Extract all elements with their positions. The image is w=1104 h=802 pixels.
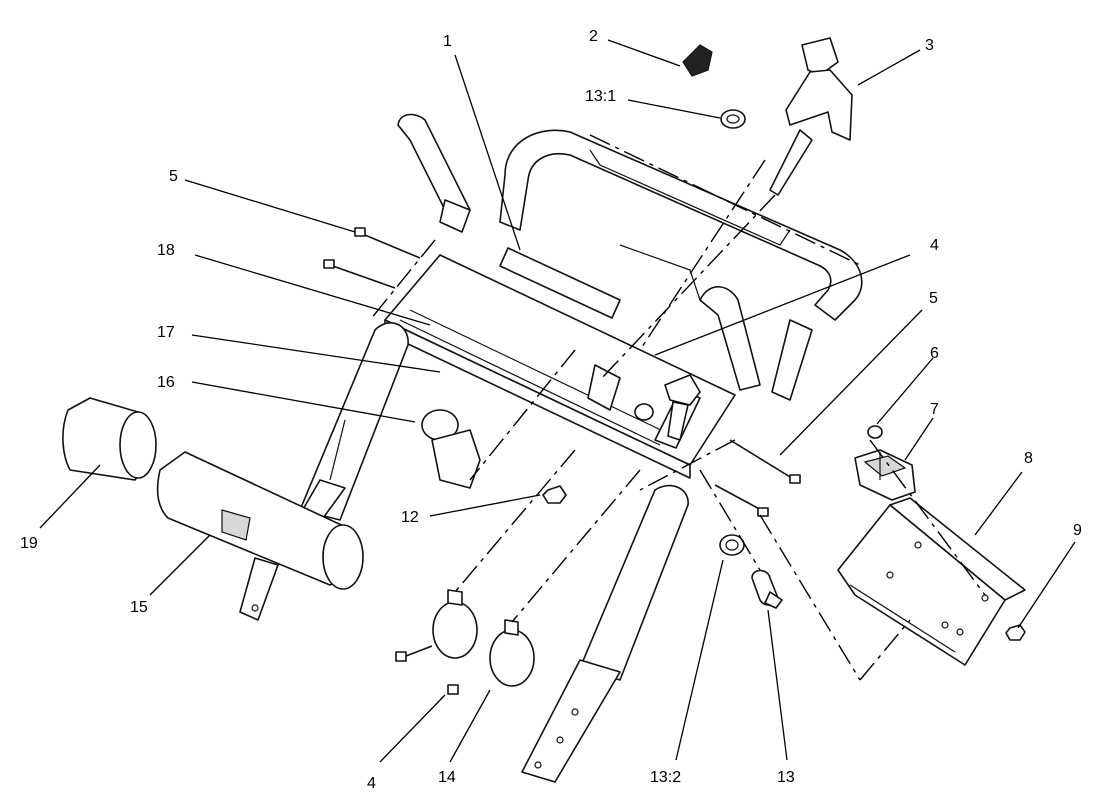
clamps-14 [432,589,535,687]
screws-4 [395,645,459,695]
callout-4-top: 4 [930,237,939,254]
callout-8: 8 [1024,450,1033,467]
callout-13-2: 13:2 [650,769,681,786]
washer-13-2 [719,534,745,556]
key-part [682,44,713,77]
callout-6: 6 [930,345,939,362]
callout-9: 9 [1073,522,1082,539]
throttle-knob [664,374,701,441]
callout-18: 18 [157,242,175,259]
callout-15: 15 [130,599,148,616]
callout-2: 2 [589,28,598,45]
bolts-right [714,439,801,517]
nut-9 [1005,624,1026,641]
right-lower-handle [521,484,689,783]
callout-14: 14 [438,769,456,786]
callout-5-right: 5 [929,290,938,307]
callout-19: 19 [20,535,38,552]
callout-13: 13 [777,769,795,786]
control-panel [384,247,736,479]
callout-17: 17 [157,324,175,341]
callout-16: 16 [157,374,175,391]
callout-1: 1 [443,33,452,50]
leader-lines [39,39,1076,763]
grip-sleeve [62,397,157,481]
handle-frame [397,113,863,401]
throttle-lever [769,37,853,196]
assembly-lines [369,134,986,681]
callout-12: 12 [401,509,419,526]
bolts-left [323,227,421,289]
handle-grip [156,451,364,621]
callout-13-1: 13:1 [585,88,616,105]
callout-7: 7 [930,401,939,418]
switch-module-7 [854,449,916,501]
bracket-8 [837,497,1026,666]
callout-4-bottom: 4 [367,775,376,792]
callout-labels: 1 2 3 13:1 5 4 18 5 17 6 16 7 8 12 9 19 … [20,28,1082,792]
choke-knob [421,409,481,489]
callout-3: 3 [925,37,934,54]
ignition-switch [751,569,783,609]
nut-12 [542,485,567,504]
nut-6 [867,425,883,439]
callout-5-left: 5 [169,168,178,185]
washer-13-1 [720,109,746,129]
